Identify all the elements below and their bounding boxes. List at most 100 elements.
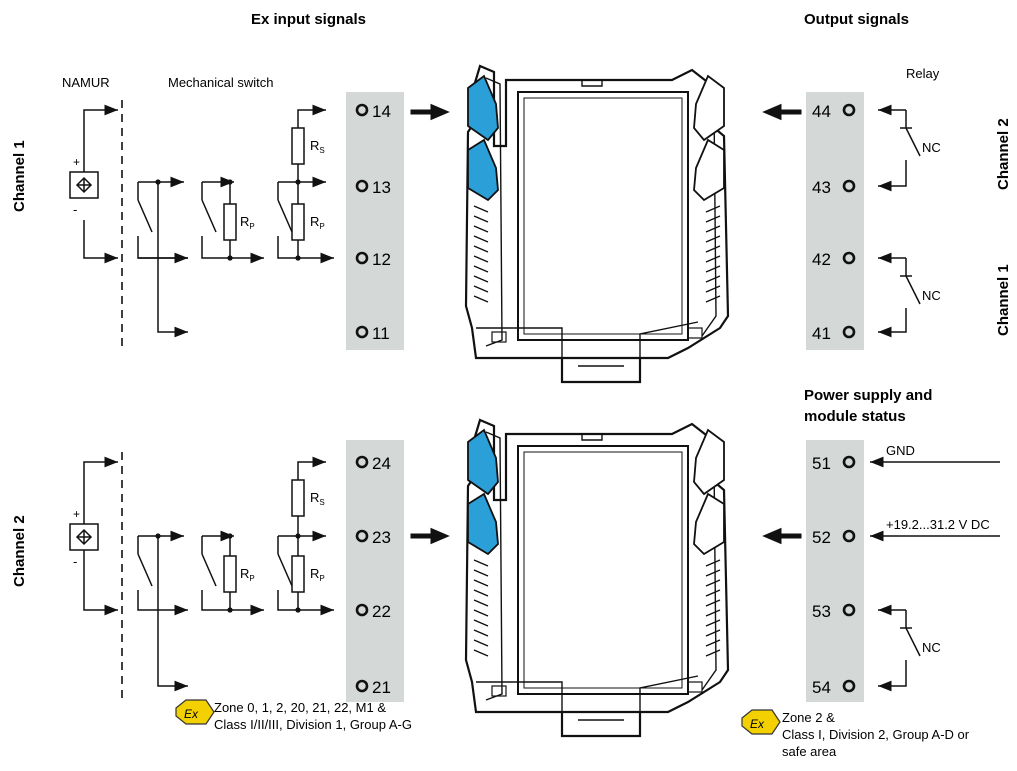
ex-note-right-line2: Class I, Division 2, Group A-D or [782, 727, 970, 742]
terminal-11[interactable]: 11 [355, 324, 390, 343]
terminal-44[interactable]: 44 [812, 102, 856, 121]
terminal-53[interactable]: 53 [812, 602, 856, 621]
terminal-label: 14 [372, 102, 391, 121]
terminal-strip-bottom-left [346, 440, 404, 702]
terminal-strip-top-left [346, 92, 404, 350]
terminal-43[interactable]: 43 [812, 178, 856, 197]
namur-sensor-ch1 [69, 104, 118, 264]
arrow-output-bottom [762, 527, 802, 545]
terminal-label: 22 [372, 602, 391, 621]
power-lines [870, 456, 1000, 542]
terminal-54[interactable]: 54 [812, 678, 856, 697]
nc-label: NC [922, 640, 941, 655]
ex-note-right-line1: Zone 2 & [782, 710, 835, 725]
svg-text:RP: RP [310, 566, 325, 583]
terminal-21[interactable]: 21 [355, 678, 391, 697]
r-sub: S [319, 146, 324, 155]
namur-plus: + [73, 155, 80, 169]
terminal-label: 12 [372, 250, 391, 269]
terminal-23[interactable]: 23 [355, 528, 391, 547]
r-label: R [240, 566, 249, 581]
r-label: R [310, 490, 319, 505]
terminal-strip-bottom-right [806, 440, 864, 702]
relay-ch2-top [878, 104, 921, 186]
terminal-label: 21 [372, 678, 391, 697]
ex-symbol-right: Ex [741, 709, 781, 735]
terminal-label: 24 [372, 454, 391, 473]
svg-text:RP: RP [310, 214, 325, 231]
ex-symbol-text: Ex [750, 717, 765, 731]
namur-sensor-ch2 [69, 456, 118, 616]
mech-switch-ch2 [137, 456, 334, 692]
channel-2-right-label: Channel 2 [995, 118, 1012, 190]
resistor-labels-ch2: RP RS RP [240, 490, 325, 583]
terminal-52[interactable]: 52 [812, 528, 856, 547]
terminal-41[interactable]: 41 [812, 324, 856, 343]
arrow-output-top [762, 103, 802, 121]
terminal-label: 51 [812, 454, 831, 473]
namur-plus-ch2: + [73, 507, 80, 521]
terminal-label: 53 [812, 602, 831, 621]
resistor-labels-ch1: RP RS RP [240, 138, 325, 231]
arrow-input-top [410, 103, 450, 121]
terminal-13[interactable]: 13 [355, 178, 391, 197]
relay-label: Relay [906, 66, 940, 81]
r-sub: P [249, 574, 254, 583]
namur-label: NAMUR [62, 75, 110, 90]
svg-text:RS: RS [310, 490, 325, 507]
terminal-label: 41 [812, 324, 831, 343]
r-sub: P [319, 574, 324, 583]
r-sub: P [319, 222, 324, 231]
terminal-42[interactable]: 42 [812, 250, 856, 269]
module-bottom [464, 418, 730, 738]
nc-label: NC [922, 140, 941, 155]
ex-symbol-text: Ex [184, 707, 199, 721]
relay-status [878, 604, 921, 686]
terminal-label: 13 [372, 178, 391, 197]
mech-switch-ch1 [137, 104, 334, 338]
output-header: Output signals [804, 11, 909, 28]
r-label: R [310, 138, 319, 153]
channel-1-right-label: Channel 1 [995, 264, 1012, 336]
terminal-label: 43 [812, 178, 831, 197]
terminal-label: 54 [812, 678, 831, 697]
relay-ch1-top [878, 252, 921, 332]
channel-2-left-label: Channel 2 [11, 515, 28, 587]
module-top [464, 64, 730, 384]
terminal-label: 44 [812, 102, 831, 121]
channel-1-left-label: Channel 1 [11, 140, 28, 212]
terminal-22[interactable]: 22 [355, 602, 391, 621]
ex-note-left-line1: Zone 0, 1, 2, 20, 21, 22, M1 & [214, 700, 386, 715]
terminal-label: 52 [812, 528, 831, 547]
terminal-12[interactable]: 12 [355, 250, 391, 269]
r-label: R [310, 566, 319, 581]
r-label: R [310, 214, 319, 229]
power-header-line2: module status [804, 408, 906, 425]
svg-text:RP: RP [240, 214, 255, 231]
ex-note-left-line2: Class I/II/III, Division 1, Group A-G [214, 717, 412, 732]
nc-label: NC [922, 288, 941, 303]
dots-ch1 [155, 179, 301, 261]
namur-minus: - [73, 202, 77, 217]
arrow-input-bottom [410, 527, 450, 545]
terminal-label: 42 [812, 250, 831, 269]
ex-input-header: Ex input signals [251, 11, 366, 28]
power-header-line1: Power supply and [804, 387, 932, 404]
r-sub: S [319, 498, 324, 507]
terminal-label: 11 [372, 324, 390, 343]
mechanical-switch-label: Mechanical switch [168, 75, 274, 90]
ex-note-right-line3: safe area [782, 744, 837, 759]
terminal-14[interactable]: 14 [355, 102, 391, 121]
r-label: R [240, 214, 249, 229]
namur-minus-ch2: - [73, 554, 77, 569]
ex-symbol-left: Ex [175, 699, 215, 725]
terminal-label: 23 [372, 528, 391, 547]
svg-text:RP: RP [240, 566, 255, 583]
svg-text:RS: RS [310, 138, 325, 155]
terminal-51[interactable]: 51 [812, 454, 856, 473]
vdc-label: +19.2...31.2 V DC [886, 517, 990, 532]
r-sub: P [249, 222, 254, 231]
terminal-strip-top-right [806, 92, 864, 350]
terminal-24[interactable]: 24 [355, 454, 391, 473]
